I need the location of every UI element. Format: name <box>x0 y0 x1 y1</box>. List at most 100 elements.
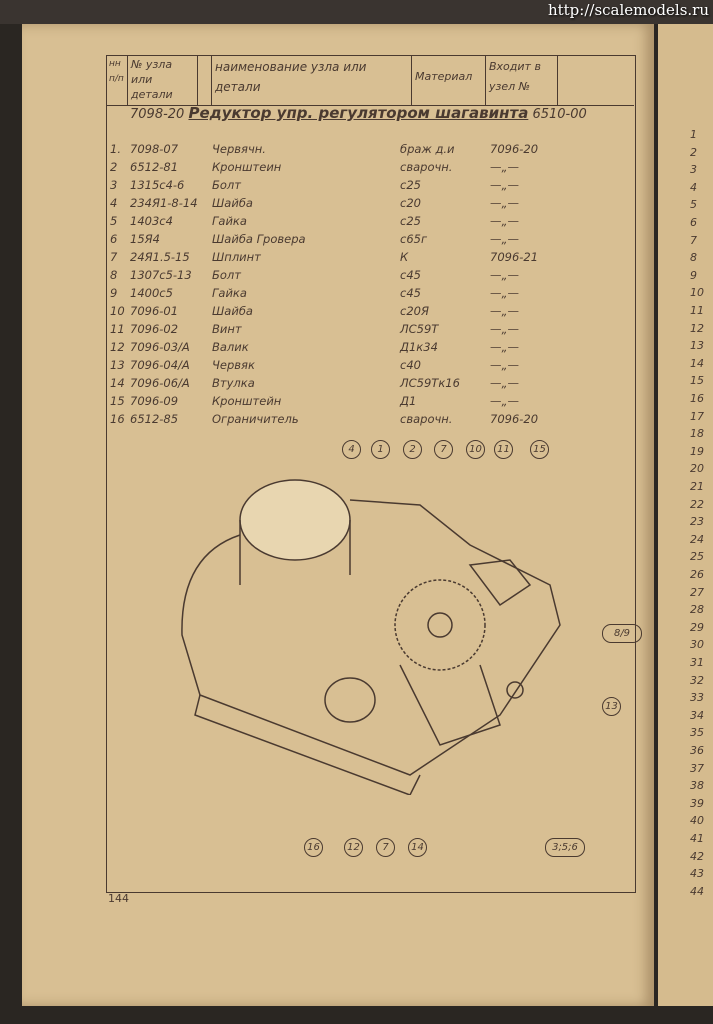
cell-n: 10 <box>110 304 125 318</box>
cell-n: 12 <box>110 340 125 354</box>
facing-row-number: 20 <box>690 462 704 476</box>
cell-name: Кронштеин <box>212 160 282 174</box>
assembly-number: 7098-20 <box>130 107 185 122</box>
facing-row-number: 14 <box>690 356 704 370</box>
table-row: 15 7096-09 Кронштейн Д1 —„— <box>110 394 570 412</box>
cell-name: Гайка <box>212 214 247 228</box>
facing-row-number: 22 <box>690 497 704 511</box>
cell-material: сварочн. <box>400 160 453 174</box>
cell-material: Д1 <box>400 394 417 408</box>
facing-row-number: 31 <box>690 656 704 669</box>
gearbox-drawing <box>181 479 561 795</box>
facing-row-number: 25 <box>690 550 704 564</box>
cell-n: 13 <box>110 358 125 372</box>
cell-name: Болт <box>212 268 241 282</box>
callout-label: 4 <box>342 440 361 459</box>
page-frame <box>106 55 636 893</box>
cell-goes: —„— <box>490 358 519 372</box>
callout-label: 1 <box>371 440 390 459</box>
cell-goes: —„— <box>490 394 519 408</box>
cell-n: 16 <box>110 412 125 426</box>
cell-goes: 7096-20 <box>490 142 539 156</box>
cell-n: 5 <box>110 214 118 228</box>
callout-label: 7 <box>376 838 395 857</box>
callout-label: 10 <box>466 440 485 459</box>
cell-part: 7096-06/А <box>130 376 190 390</box>
cell-goes: 7096-21 <box>490 250 539 264</box>
facing-row-number: 16 <box>690 392 704 405</box>
cell-part: 7096-03/А <box>130 340 190 354</box>
callout-label: 11 <box>494 440 513 459</box>
cell-part: 7098-07 <box>130 142 179 156</box>
cell-goes: —„— <box>490 304 519 318</box>
cell-material: с20Я <box>400 304 429 318</box>
cell-name: Кронштейн <box>212 394 282 408</box>
cell-name: Шайба <box>212 196 253 210</box>
header-part: № узла или детали <box>128 55 198 105</box>
header-name: наименование узла или детали <box>212 55 412 105</box>
assembly-title: 7098-20 Редуктор упр. регулятором шагави… <box>130 104 587 122</box>
cell-part: 24Я1.5-15 <box>130 250 190 264</box>
facing-row-number: 21 <box>690 480 704 493</box>
facing-row-number: 3 <box>690 163 697 177</box>
cell-n: 15 <box>110 394 125 408</box>
facing-row-number: 18 <box>690 427 704 441</box>
cell-goes: —„— <box>490 214 519 228</box>
cell-goes: 7096-20 <box>490 412 539 426</box>
facing-row-number: 41 <box>690 832 704 845</box>
facing-row-number: 11 <box>690 304 704 317</box>
cell-n: 2 <box>110 160 118 174</box>
facing-row-number: 10 <box>690 286 704 300</box>
facing-row-number: 29 <box>690 620 704 634</box>
cell-material: с45 <box>400 286 421 300</box>
cell-part: 1307с5-13 <box>130 268 192 282</box>
page-number: 144 <box>108 892 129 905</box>
facing-row-number: 26 <box>690 568 704 581</box>
cell-goes: —„— <box>490 232 519 246</box>
cell-name: Винт <box>212 322 242 336</box>
facing-row-number: 2 <box>690 145 697 159</box>
header-spacer <box>198 55 212 105</box>
callout-label: 15 <box>530 440 549 459</box>
header-num: нн п/п <box>106 55 128 105</box>
cell-n: 6 <box>110 232 118 246</box>
facing-row-number: 15 <box>690 374 704 388</box>
cell-n: 11 <box>110 322 125 336</box>
cell-name: Шайба Гровера <box>212 232 306 246</box>
cell-material: браж д.и <box>400 142 455 156</box>
facing-row-number: 13 <box>690 339 704 353</box>
cell-material: с20 <box>400 196 421 210</box>
facing-row-number: 42 <box>690 849 704 863</box>
facing-row-number: 32 <box>690 673 704 687</box>
facing-row-number: 34 <box>690 708 704 722</box>
cell-n: 3 <box>110 178 118 192</box>
cell-part: 7096-01 <box>130 304 179 318</box>
cell-goes: —„— <box>490 196 519 210</box>
cell-n: 14 <box>110 376 125 390</box>
cell-part: 7096-09 <box>130 394 179 408</box>
facing-row-number: 4 <box>690 180 697 194</box>
assembly-name: Редуктор упр. регулятором шагавинта <box>188 104 529 122</box>
facing-row-number: 1 <box>690 128 697 141</box>
cell-name: Шплинт <box>212 250 261 264</box>
top-strip <box>0 0 713 24</box>
cell-name: Валик <box>212 340 249 354</box>
facing-row-number: 28 <box>690 603 704 617</box>
callout-label: 13 <box>602 697 621 716</box>
cell-part: 234Я1-8-14 <box>130 196 198 210</box>
cell-part: 1403с4 <box>130 214 173 228</box>
cell-goes: —„— <box>490 178 519 192</box>
callout-label: 2 <box>403 440 422 459</box>
cell-goes: —„— <box>490 376 519 390</box>
cell-n: 1. <box>110 142 121 156</box>
facing-row-number: 5 <box>690 198 697 212</box>
callout-label: 14 <box>408 838 427 857</box>
